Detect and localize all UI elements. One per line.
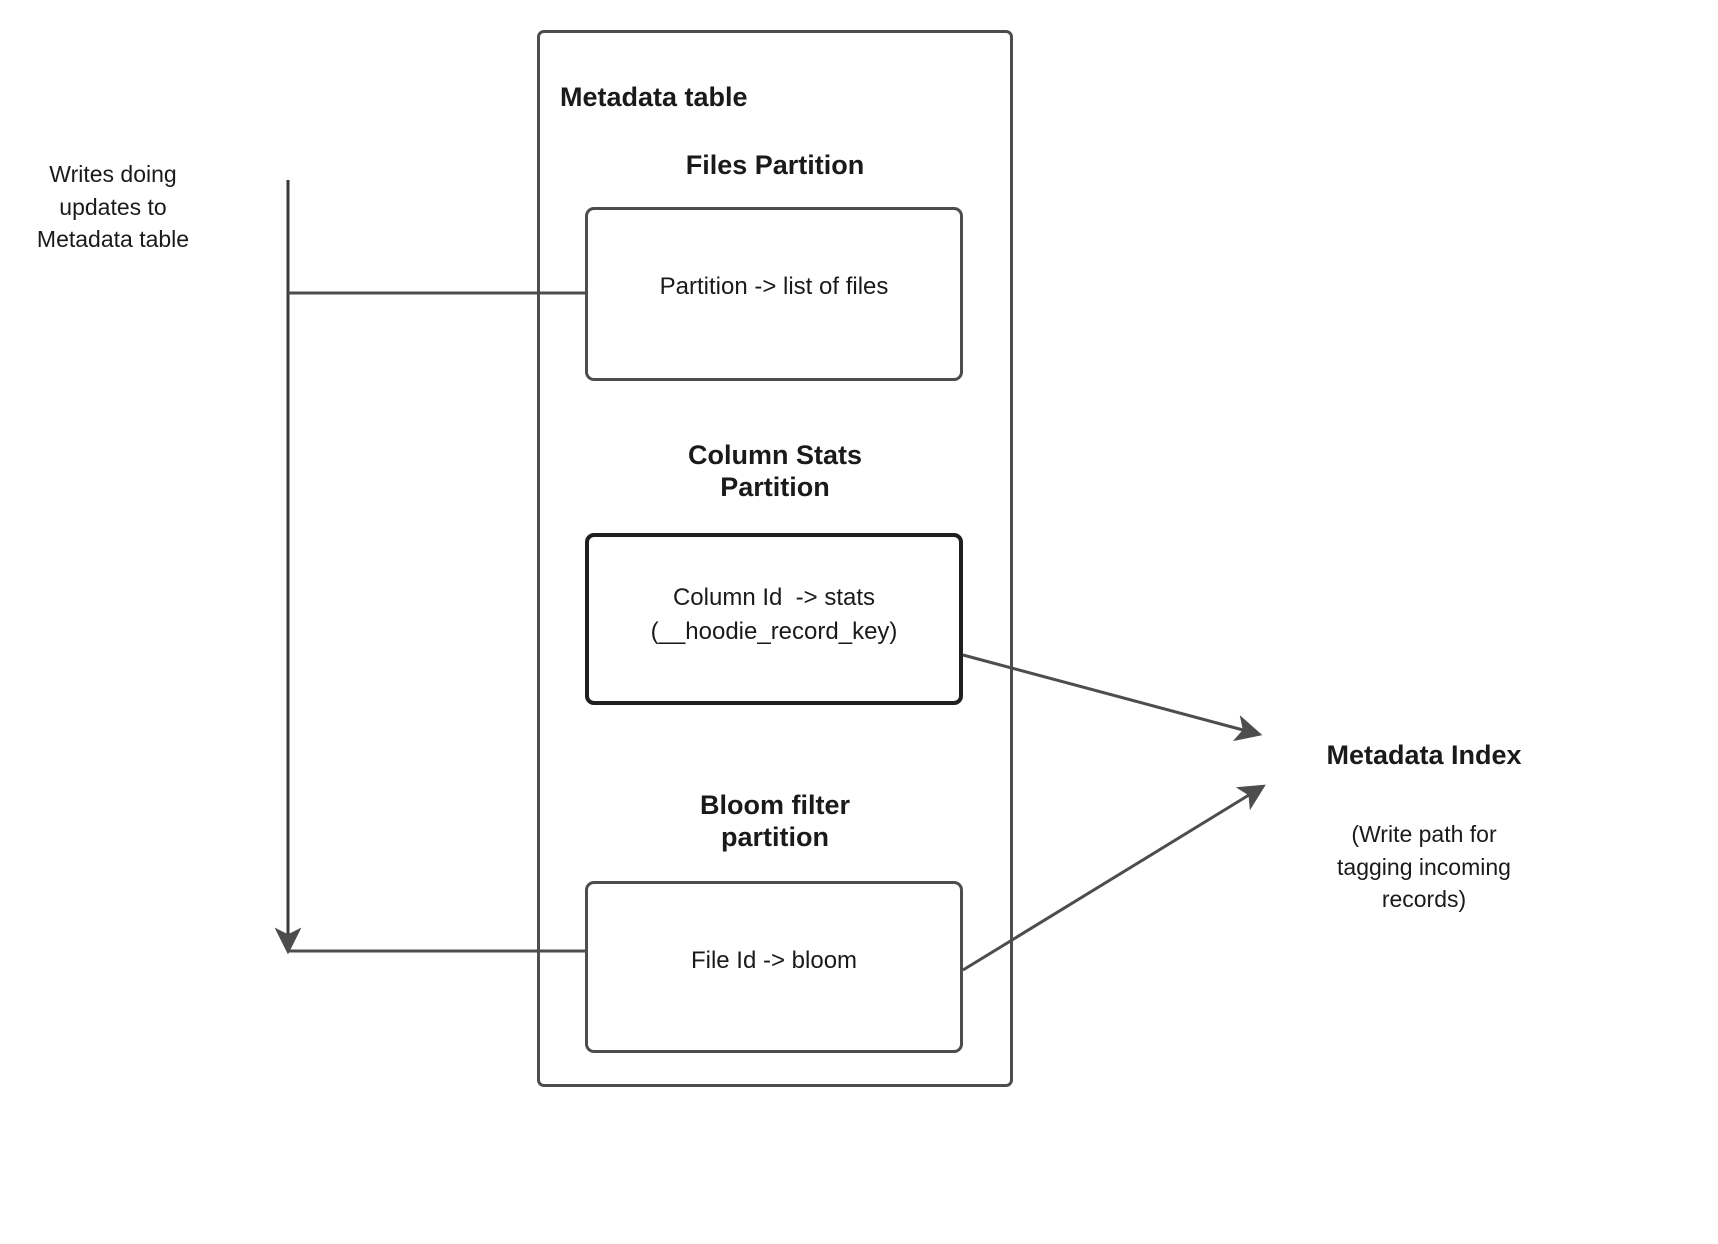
writes-source-label: Writes doing updates to Metadata table [36,161,190,253]
bloom-filter-partition-heading: Bloom filter partition [699,790,851,852]
column-stats-box-text: Column Id -> stats (__hoodie_record_key) [650,584,898,645]
files-partition-box: Partition -> list of files [585,207,963,381]
files-partition-box-text: Partition -> list of files [659,273,889,300]
bloom-filter-partition-box: File Id -> bloom [585,881,963,1053]
metadata-table-container [537,30,1013,1087]
column-stats-partition-heading: Column Stats Partition [687,440,863,502]
files-partition-heading: Files Partition [685,150,865,180]
metadata-index-title: Metadata Index [1326,740,1522,770]
metadata-index-note: (Write path for tagging incoming records… [1337,821,1511,913]
metadata-table-title: Metadata table [560,82,748,112]
bloom-filter-box-text: File Id -> bloom [690,947,858,974]
column-stats-partition-box: Column Id -> stats (__hoodie_record_key) [585,533,963,705]
